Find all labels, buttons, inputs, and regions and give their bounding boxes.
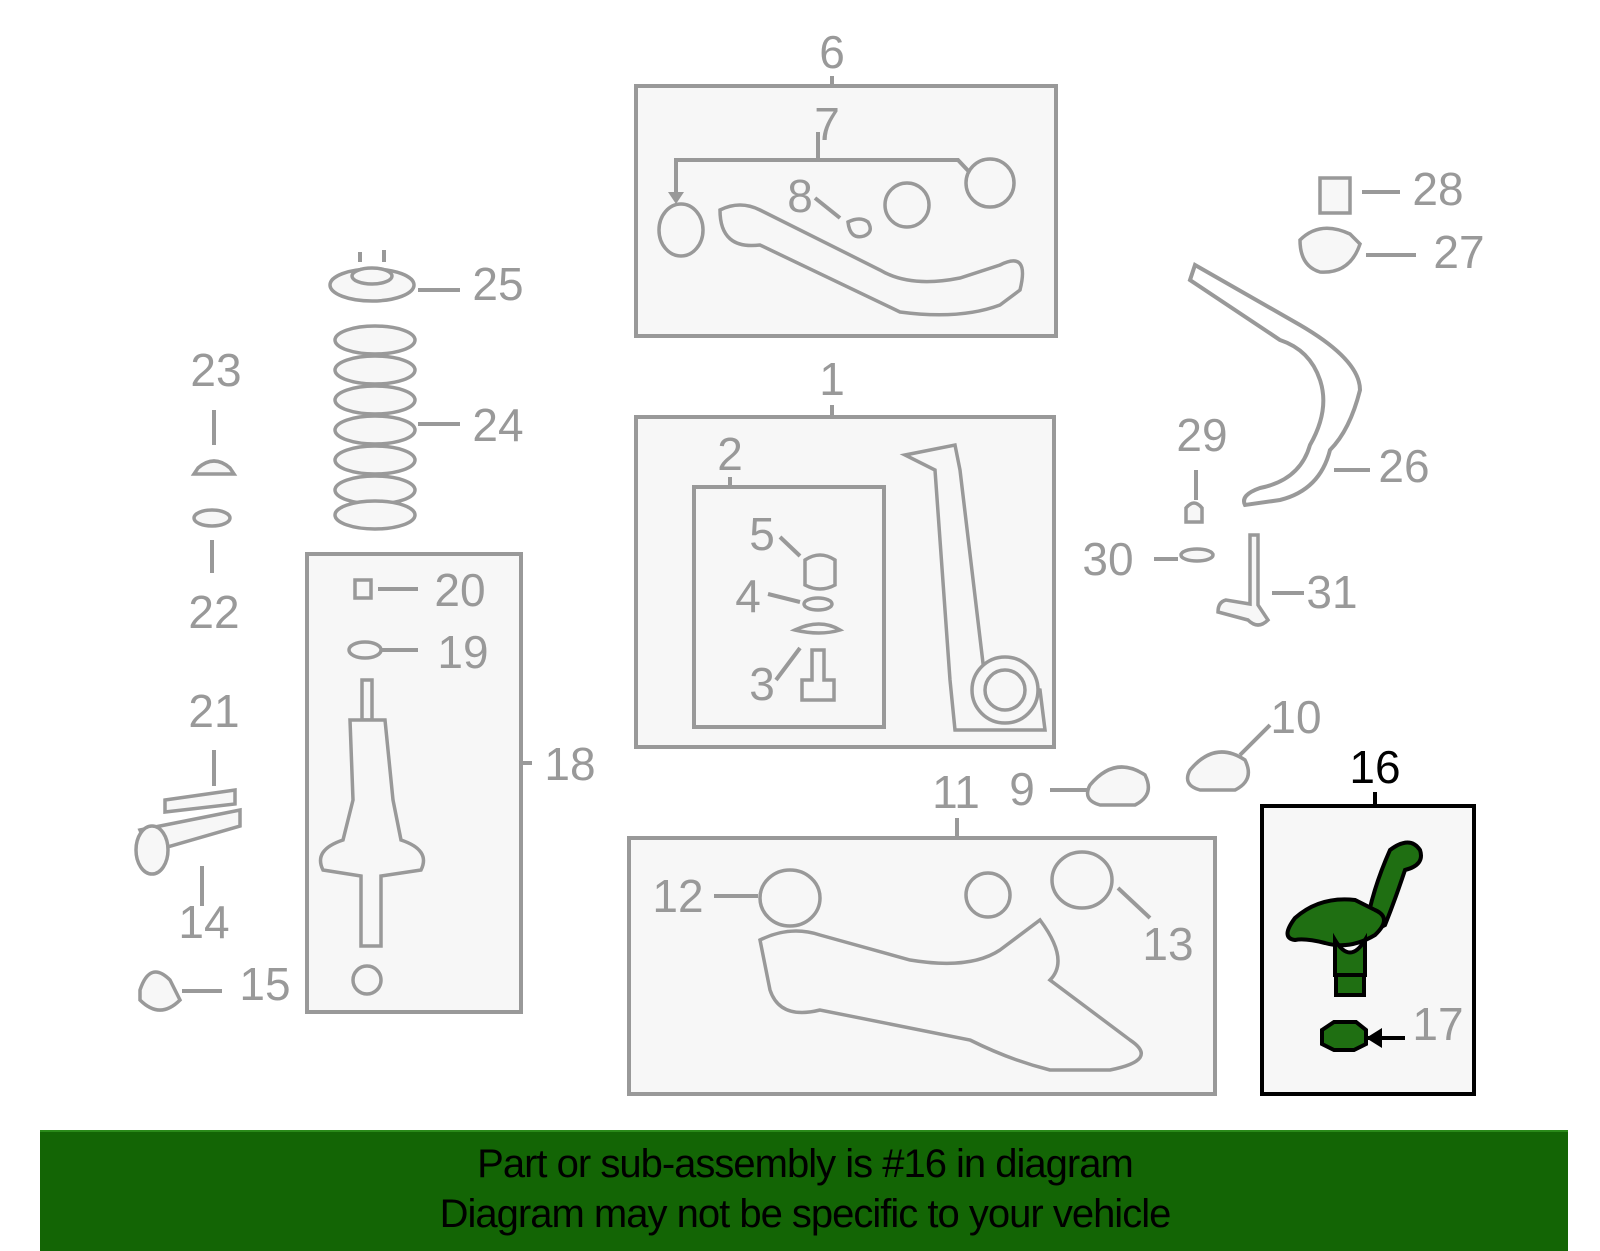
callout-9[interactable]: 9 [1009,763,1035,815]
box-ball-joint-highlighted [1260,804,1476,1096]
callout-7[interactable]: 7 [814,98,840,150]
banner-line-2: Diagram may not be specific to your vehi… [439,1192,1172,1236]
callout-26[interactable]: 26 [1378,440,1429,492]
callout-2[interactable]: 2 [717,428,743,480]
callout-17[interactable]: 17 [1412,998,1463,1050]
callout-14[interactable]: 14 [178,896,229,948]
callout-29[interactable]: 29 [1176,409,1227,461]
ball-joint-kit-parts [767,535,845,702]
steering-knuckle [899,442,1047,732]
callout-24[interactable]: 24 [472,399,523,451]
callout-21[interactable]: 21 [188,685,239,737]
callout-11[interactable]: 11 [932,766,980,818]
callout-19[interactable]: 19 [437,626,488,678]
callout-20[interactable]: 20 [434,564,485,616]
callout-16[interactable]: 16 [1349,741,1400,793]
callout-30[interactable]: 30 [1082,533,1133,585]
shock-absorber [318,578,426,996]
callout-25[interactable]: 25 [472,258,523,310]
callout-10[interactable]: 10 [1270,691,1321,743]
callout-3[interactable]: 3 [749,658,775,710]
callout-5[interactable]: 5 [749,508,775,560]
ball-joint-part-16 [1285,840,1423,1052]
callout-8[interactable]: 8 [787,170,813,222]
lower-control-arm [714,850,1152,1072]
callout-4[interactable]: 4 [735,570,761,622]
left-small-parts [134,410,242,1012]
stabilizer-bar [1154,176,1416,627]
callout-23[interactable]: 23 [190,344,241,396]
box-shock-absorber [305,552,523,1014]
callout-27[interactable]: 27 [1433,226,1484,278]
callout-31[interactable]: 31 [1306,566,1357,618]
info-banner: Part or sub-assembly is #16 in diagram D… [40,1130,1568,1251]
callout-15[interactable]: 15 [239,958,290,1010]
coil-spring [328,250,460,531]
callout-13[interactable]: 13 [1142,918,1193,970]
callout-12[interactable]: 12 [652,870,703,922]
upper-control-arm [657,132,1025,317]
box-ball-joint-kit [692,485,886,729]
callout-labels: 1234567891011121314151718192021222324252… [178,26,1484,1050]
callout-18[interactable]: 18 [544,738,595,790]
callout-28[interactable]: 28 [1412,163,1463,215]
callout-6[interactable]: 6 [819,26,845,78]
callout-22[interactable]: 22 [188,586,239,638]
bump-stops [1050,723,1272,807]
callout-1[interactable]: 1 [819,353,845,405]
banner-line-1: Part or sub-assembly is #16 in diagram [477,1142,1134,1186]
